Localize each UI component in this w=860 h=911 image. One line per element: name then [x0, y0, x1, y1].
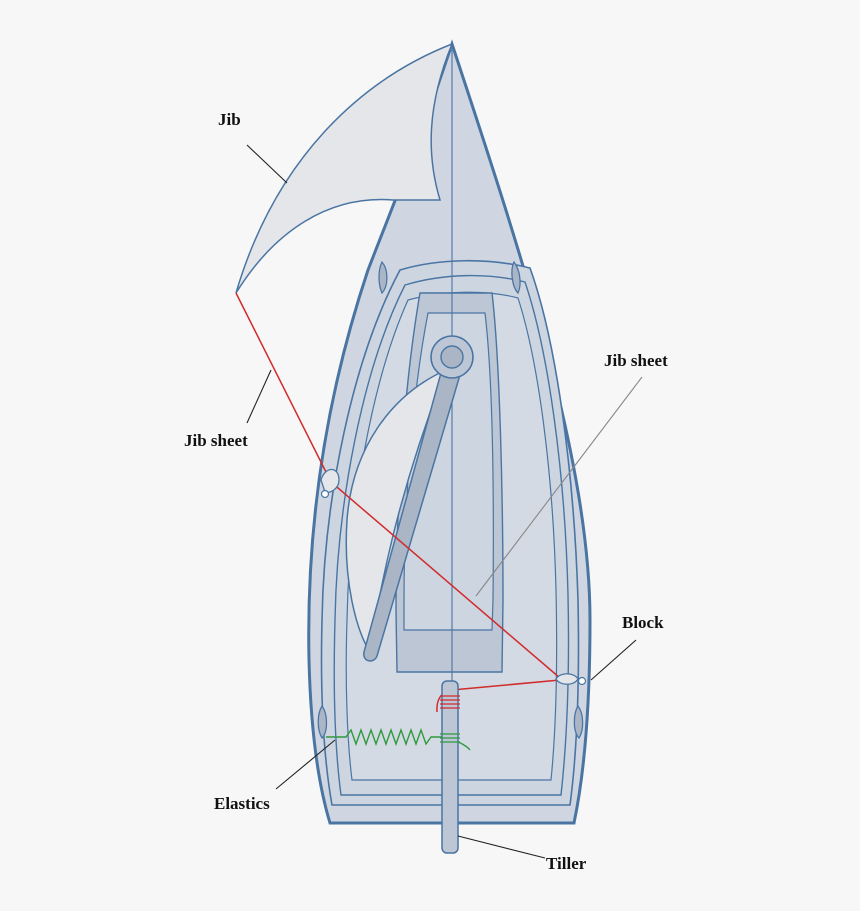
label-jib: Jib [218, 110, 241, 129]
fairlead-rear-left [317, 704, 328, 740]
elastics-spring [326, 727, 448, 747]
jib-sheet-right-leader [475, 376, 643, 597]
label-jib-sheet-right: Jib sheet [604, 351, 668, 370]
boom [363, 361, 463, 662]
block-ring [577, 676, 587, 686]
jib-sheet-wrap [440, 695, 460, 709]
jib-sail [235, 42, 454, 294]
tiller-leader [457, 835, 546, 859]
cockpit-rim-outer [333, 274, 570, 796]
fairlead-front-right [511, 260, 521, 295]
block-shape [555, 673, 579, 685]
label-jib-sheet-left: Jib sheet [184, 431, 248, 450]
tiller [441, 680, 459, 854]
jib-sheet-left-leader [246, 369, 272, 424]
elastics-wrap [440, 733, 460, 743]
label-tiller: Tiller [546, 854, 587, 873]
block-leader [590, 639, 637, 681]
fairlead-rear-right [573, 704, 584, 740]
mainsail [345, 368, 448, 655]
elastics-leader [275, 739, 336, 790]
fairlead-left-ring [320, 489, 330, 499]
jib-leader [246, 144, 288, 184]
mast-inner [440, 345, 464, 369]
label-elastics: Elastics [214, 794, 270, 813]
fairlead-front-left [378, 260, 388, 295]
label-block: Block [622, 613, 664, 632]
